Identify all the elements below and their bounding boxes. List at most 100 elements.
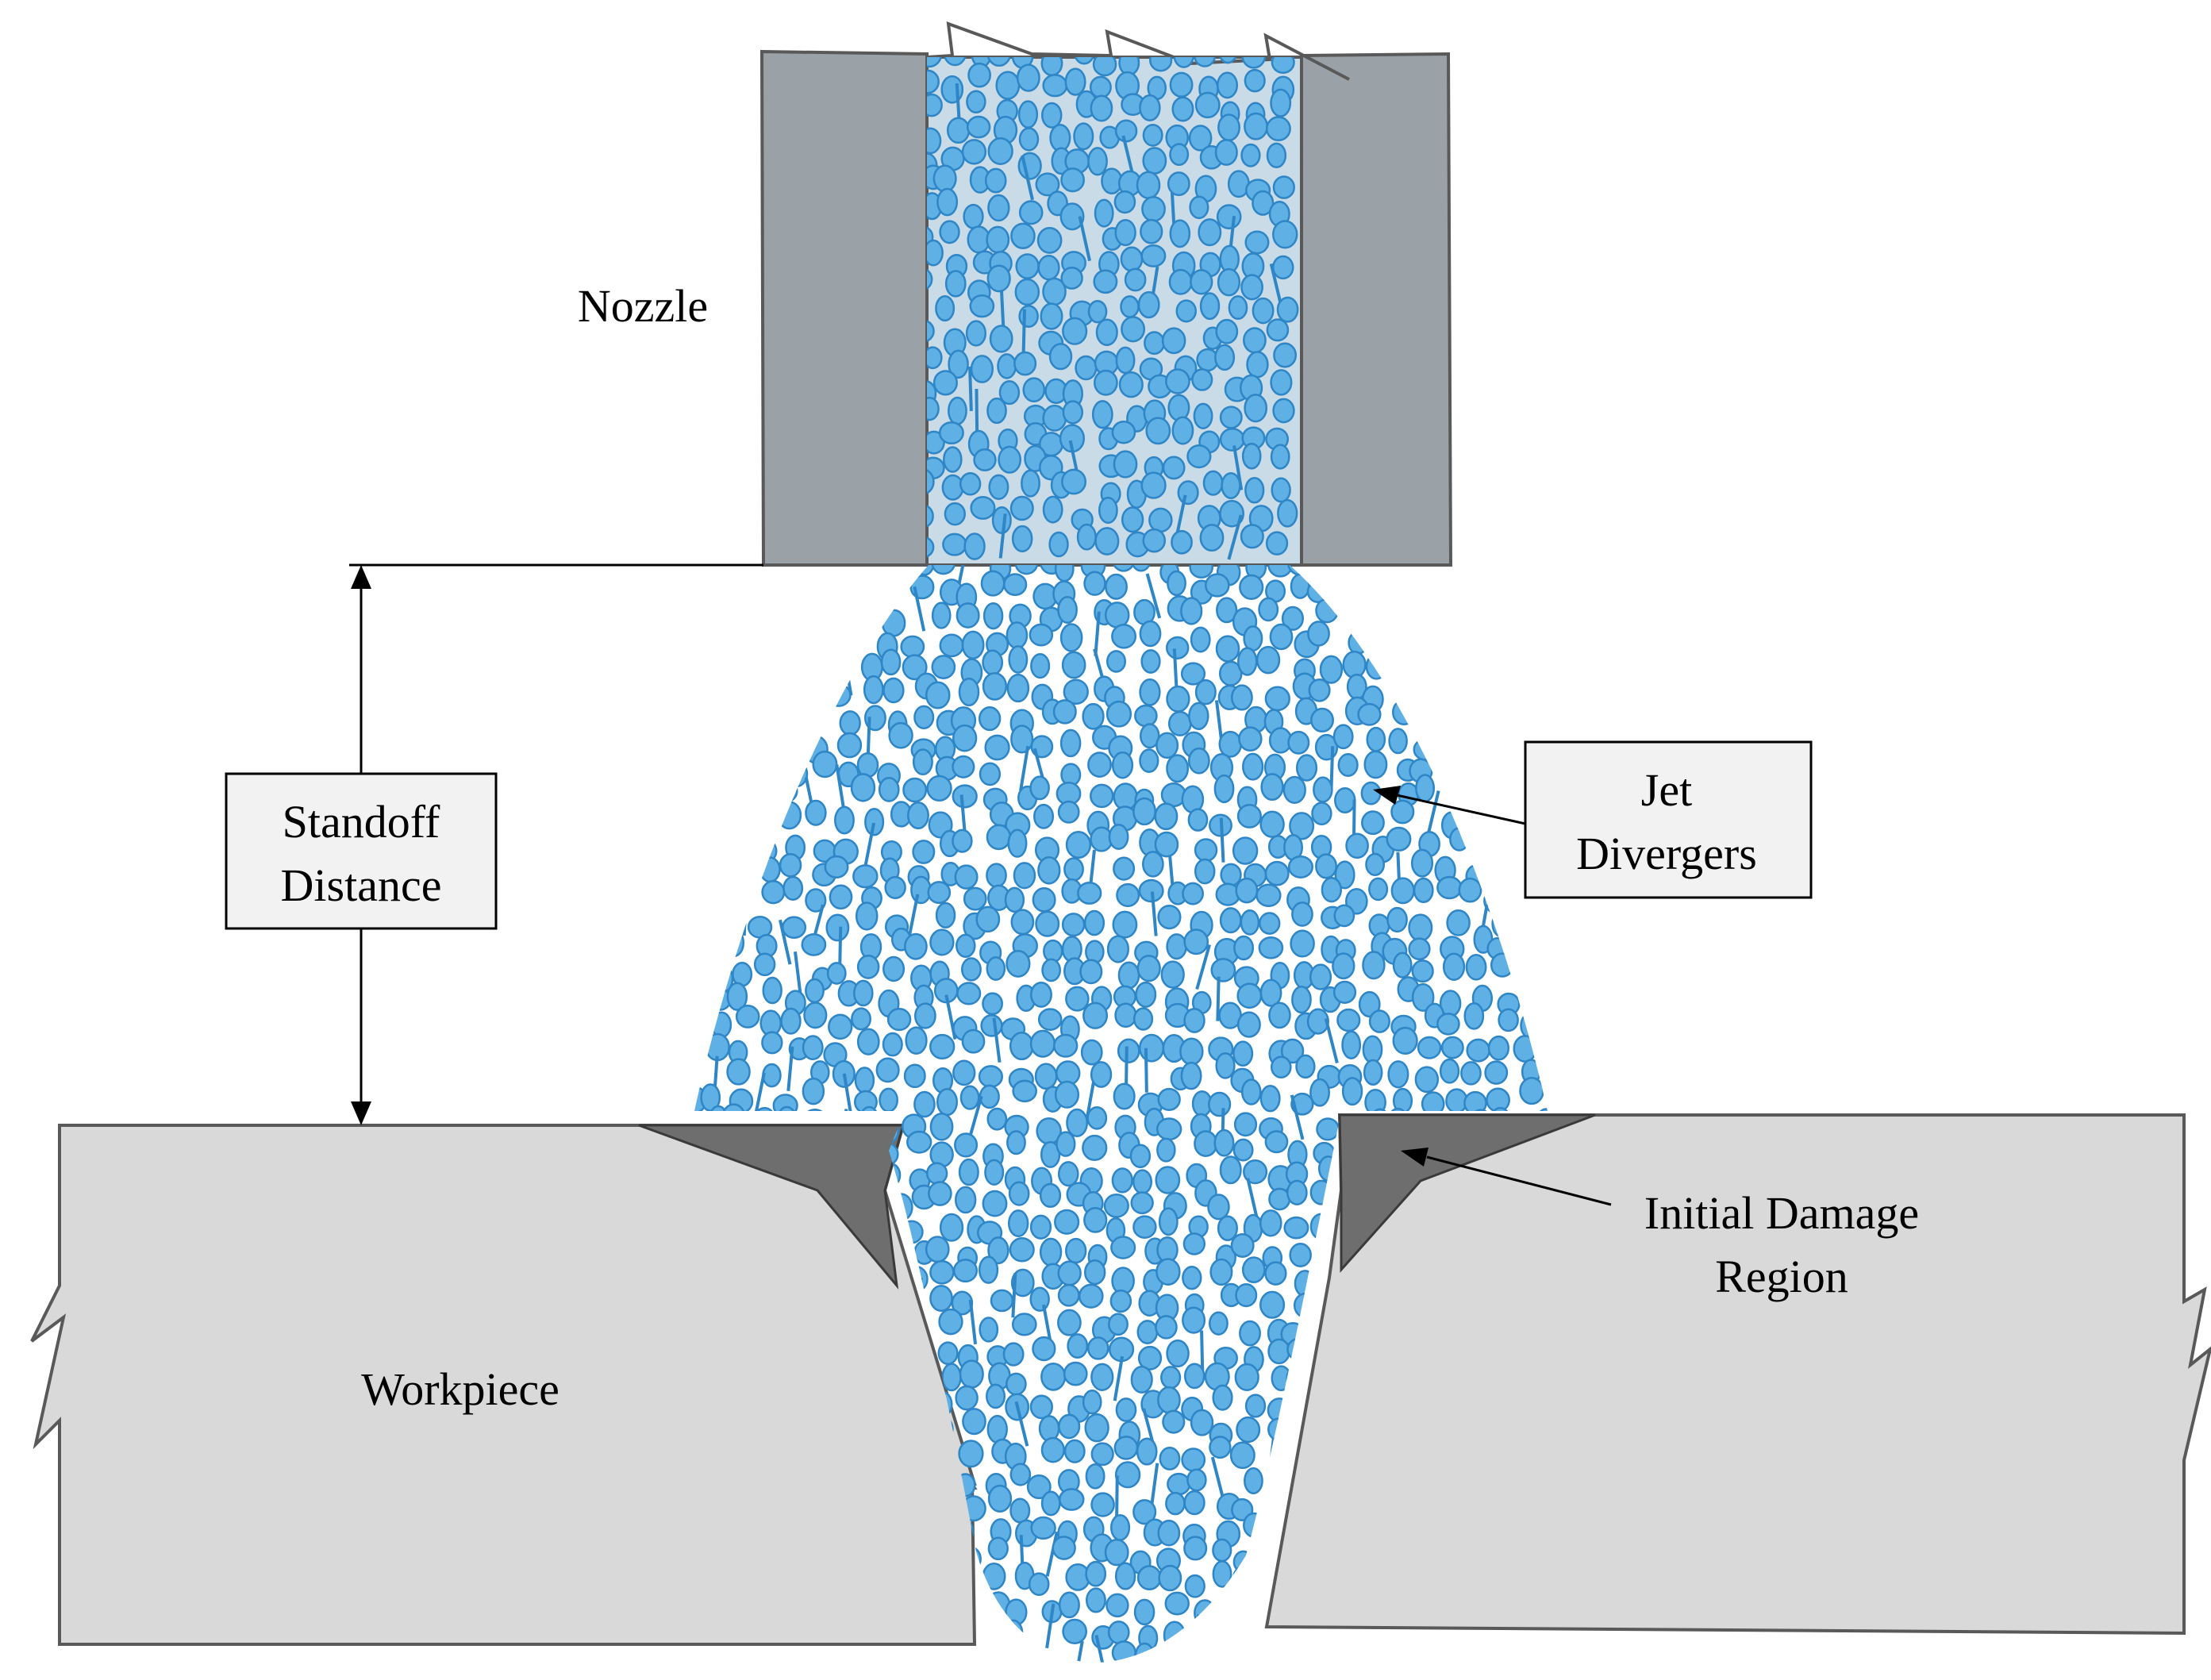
abrasive-particle (1171, 529, 1193, 555)
abrasive-particle (1436, 708, 1459, 735)
abrasive-particle (1390, 799, 1415, 825)
abrasive-particle (1165, 1491, 1186, 1516)
abrasive-particle (927, 268, 933, 290)
abrasive-particle (755, 758, 776, 785)
abrasive-particle (1186, 444, 1212, 469)
abrasive-particle (694, 1033, 697, 1060)
fiber-particle (863, 822, 876, 868)
abrasive-particle (1166, 1339, 1190, 1368)
abrasive-particle (1515, 1648, 1536, 1663)
abrasive-particle (1236, 1011, 1261, 1038)
abrasive-particle (1260, 1490, 1284, 1519)
abrasive-particle (803, 1001, 828, 1029)
abrasive-particle (1295, 754, 1318, 782)
abrasive-particle (1129, 1144, 1152, 1169)
abrasive-particle (1194, 57, 1216, 67)
abrasive-particle (761, 1031, 783, 1055)
abrasive-particle (1103, 1193, 1129, 1218)
abrasive-particle (1266, 318, 1290, 342)
abrasive-particle (927, 57, 942, 68)
abrasive-particle (856, 1028, 880, 1055)
abrasive-particle (927, 69, 940, 94)
abrasive-particle (907, 802, 929, 830)
abrasive-particle (1059, 623, 1083, 652)
abrasive-particle (1157, 1087, 1181, 1111)
abrasive-particle (1364, 1089, 1386, 1117)
abrasive-particle (1465, 954, 1487, 981)
abrasive-particle (1470, 704, 1491, 731)
abrasive-particle (1392, 1026, 1418, 1055)
abrasive-particle (1194, 1599, 1217, 1627)
abrasive-particle (1155, 1117, 1182, 1141)
abrasive-particle (1537, 629, 1548, 657)
abrasive-particle (982, 649, 1004, 676)
abrasive-particle (1468, 686, 1493, 711)
abrasive-particle (1007, 828, 1028, 858)
abrasive-particle (1471, 837, 1496, 863)
abrasive-particle (1182, 882, 1204, 905)
abrasive-particle (987, 1236, 1009, 1265)
abrasive-particle (1512, 932, 1536, 958)
abrasive-particle (1408, 913, 1433, 942)
abrasive-particle (958, 1440, 984, 1468)
abrasive-particle (1083, 571, 1106, 596)
abrasive-particle (1148, 507, 1173, 533)
abrasive-particle (927, 93, 943, 117)
fiber-particle (742, 890, 748, 936)
abrasive-particle (1536, 709, 1548, 733)
abrasive-particle (1267, 1338, 1290, 1365)
abrasive-particle (1012, 1079, 1037, 1103)
abrasive-particle (1308, 679, 1331, 702)
abrasive-particle (987, 137, 1013, 165)
abrasive-particle (1265, 531, 1289, 556)
abrasive-particle (1140, 471, 1167, 499)
abrasive-particle (881, 609, 906, 637)
abrasive-particle (1165, 636, 1190, 659)
abrasive-particle (1221, 471, 1241, 500)
abrasive-particle (1319, 1627, 1341, 1651)
abrasive-particle (1309, 1179, 1333, 1205)
abrasive-particle (1233, 1112, 1258, 1137)
abrasive-particle (1423, 1646, 1446, 1663)
abrasive-particle (1544, 679, 1548, 708)
abrasive-particle (989, 325, 1013, 353)
abrasive-particle (1042, 495, 1063, 524)
abrasive-particle (1167, 570, 1186, 597)
abrasive-particle (1014, 1648, 1037, 1663)
abrasive-particle (1289, 812, 1315, 840)
abrasive-particle (1066, 1108, 1089, 1138)
abrasive-particle (1540, 596, 1548, 623)
abrasive-particle (1341, 1030, 1362, 1059)
standoff-label-line2: Distance (281, 859, 442, 911)
abrasive-particle (1073, 122, 1094, 151)
abrasive-particle (788, 608, 809, 633)
abrasive-particle (1183, 1363, 1205, 1390)
damage-region-left (638, 1124, 905, 1290)
abrasive-particle (694, 625, 699, 650)
abrasive-particle (1319, 655, 1344, 684)
abrasive-particle (853, 609, 879, 634)
abrasive-particle (1191, 368, 1213, 391)
abrasive-particle (1160, 1366, 1182, 1390)
abrasive-particle (1315, 853, 1337, 879)
abrasive-particle (1063, 1361, 1088, 1386)
abrasive-particle (1010, 909, 1035, 936)
abrasive-particle (1169, 143, 1190, 166)
abrasive-particle (777, 801, 802, 830)
abrasive-particle (1139, 678, 1161, 706)
abrasive-particle (1390, 877, 1415, 905)
abrasive-particle (1040, 1436, 1065, 1463)
abrasive-particle (1232, 1138, 1254, 1162)
abrasive-particle (936, 1088, 958, 1117)
abrasive-particle (824, 855, 849, 878)
abrasive-particle (1120, 295, 1140, 318)
abrasive-particle (1048, 531, 1069, 558)
abrasive-particle (987, 194, 1010, 222)
abrasive-particle (694, 1063, 699, 1090)
abrasive-particle (978, 1065, 1004, 1088)
abrasive-particle (1290, 1643, 1313, 1663)
fiber-particle (1021, 309, 1026, 354)
abrasive-particle (1057, 1309, 1082, 1336)
abrasive-particle (1317, 1651, 1339, 1663)
abrasive-particle (1105, 573, 1128, 600)
